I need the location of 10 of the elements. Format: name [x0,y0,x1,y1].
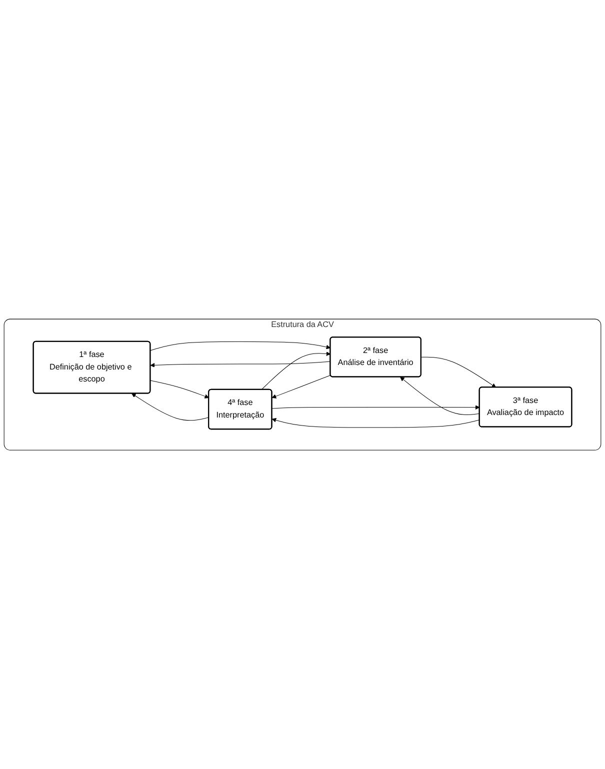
arrow [150,361,331,368]
arrow [261,351,331,390]
arrow [150,380,210,398]
arrow [132,393,210,421]
arrow [150,341,331,351]
arrow [420,356,496,388]
arrow [272,374,331,398]
arrow [272,405,480,410]
arrow [400,376,480,415]
arrow [272,418,480,428]
